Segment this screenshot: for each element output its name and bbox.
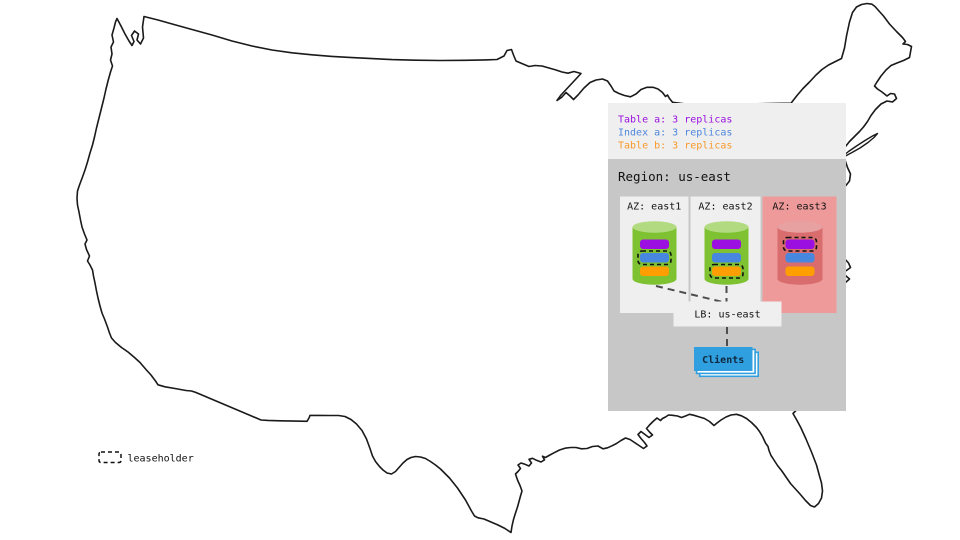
node-east1 <box>632 221 677 285</box>
replica-table-b-east2 <box>712 266 741 276</box>
node-east1-top <box>632 221 677 233</box>
node-east2-bottom <box>704 273 749 285</box>
node-east3-top <box>777 221 823 233</box>
node-east3 <box>777 221 823 285</box>
replica-table-a-east1 <box>640 239 669 249</box>
load-balancer: LB: us-east <box>673 301 782 327</box>
replica-legend: Table a: 3 replicas Index a: 3 replicas … <box>608 103 846 159</box>
lb-label: LB: us-east <box>694 310 760 321</box>
node-east3-bottom <box>777 273 823 285</box>
az-east3-label: AZ: east3 <box>772 202 826 213</box>
clients: Clients <box>694 347 760 378</box>
replica-index-a-east1 <box>640 253 669 263</box>
clients-label: Clients <box>702 354 744 366</box>
clients-box <box>694 347 753 371</box>
replica-legend-index-a: Index a: 3 replicas <box>618 128 732 139</box>
connector-east1-lb <box>655 285 728 304</box>
replica-legend-table-b: Table b: 3 replicas <box>618 141 732 152</box>
replica-legend-table-a: Table a: 3 replicas <box>618 115 732 126</box>
node-lb-connectors <box>655 285 728 304</box>
az-east2-label: AZ: east2 <box>698 202 752 213</box>
long-island-outline <box>842 132 879 158</box>
az-east2: AZ: east2 <box>690 196 761 313</box>
replica-index-a-east2 <box>712 253 741 263</box>
replica-legend-box <box>608 103 846 159</box>
region-label: Region: us-east <box>618 169 731 184</box>
leaseholder-legend-label: leaseholder <box>128 454 194 465</box>
leaseholder-legend-swatch <box>98 451 122 464</box>
replica-table-b-east3 <box>785 266 815 276</box>
lb-box <box>673 301 782 327</box>
node-east2-top <box>704 221 749 233</box>
leaseholder-legend: leaseholder <box>98 451 194 465</box>
node-east2 <box>704 221 749 285</box>
replica-table-a-east3 <box>785 239 815 249</box>
replica-table-a-east2 <box>712 239 741 249</box>
replica-index-a-east3 <box>785 253 815 263</box>
replica-table-b-east1 <box>640 266 669 276</box>
node-east1-bottom <box>632 273 677 285</box>
az-east1-label: AZ: east1 <box>627 202 681 213</box>
